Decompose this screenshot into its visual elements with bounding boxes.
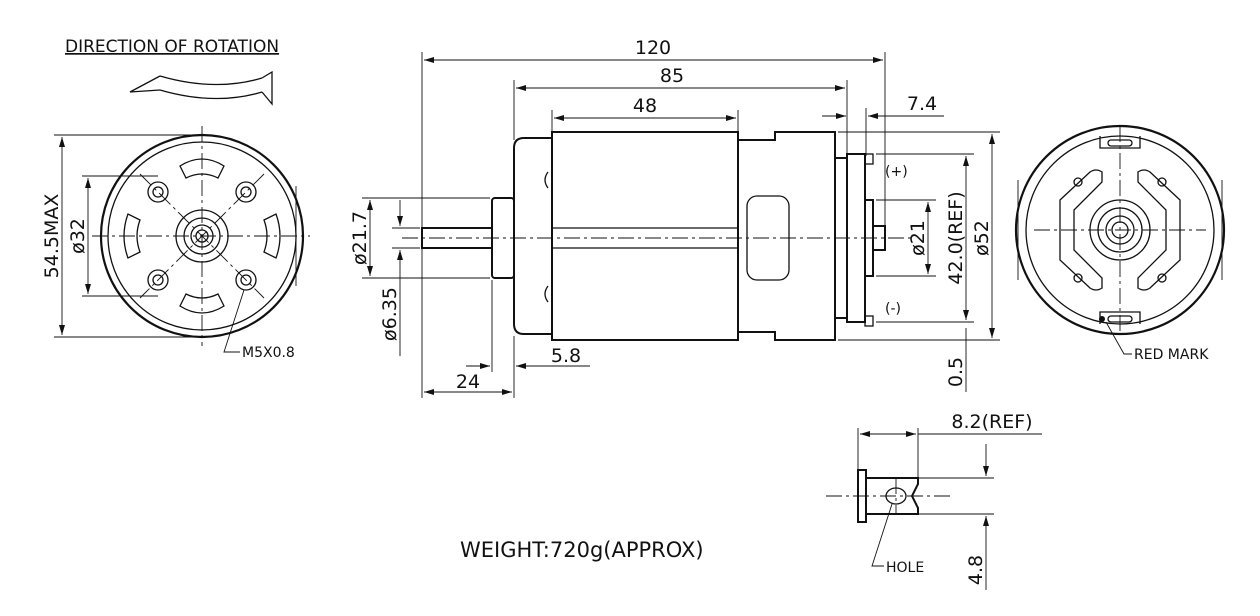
rear-housing	[737, 131, 836, 341]
motor-can	[551, 131, 739, 341]
weight-note: WEIGHT:720g(APPROX)	[460, 538, 704, 562]
dim-terminal-span: 42.0(REF)	[945, 191, 967, 284]
dim-bolt-circle: ø32	[67, 218, 89, 254]
front-vent-slot	[179, 293, 225, 314]
dim-total-length: 120	[635, 37, 671, 59]
label-red-mark: RED MARK	[1134, 347, 1209, 363]
front-endbell	[513, 137, 553, 335]
dim-front-height: 54.5MAX	[41, 194, 63, 279]
dim-outer-dia: ø52	[971, 220, 993, 256]
terminal-detail: 8.2(REF) 4.8 HOLE	[826, 411, 1042, 590]
dim-boss-length: 5.8	[551, 345, 581, 367]
rear-vent-window	[1137, 169, 1181, 291]
dim-terminal-width: 8.2(REF)	[951, 411, 1032, 433]
label-screw-thread: M5X0.8	[242, 345, 295, 361]
dim-flange-offset: 7.4	[907, 93, 937, 115]
dim-body-length: 85	[660, 65, 684, 87]
screw-holes	[147, 181, 257, 291]
rotation-title: DIRECTION OF ROTATION	[65, 37, 279, 57]
front-vent-slot	[123, 213, 141, 259]
label-hole: HOLE	[886, 560, 924, 576]
rear-view: RED MARK	[1014, 124, 1226, 363]
rear-vent-window	[1059, 169, 1103, 291]
dim-shaft-length: 24	[456, 371, 480, 393]
dim-shaft-dia: ø6.35	[379, 287, 401, 341]
dim-boss-dia: ø21.7	[349, 211, 371, 265]
dim-can-length: 48	[633, 95, 657, 117]
front-vent-slot	[263, 213, 281, 259]
front-vent-slot	[179, 158, 225, 179]
dim-rear-boss-dia: ø21	[907, 220, 929, 256]
label-plus-terminal: (+)	[885, 164, 908, 180]
rotation-arrow-icon	[129, 70, 273, 106]
side-view: 120 85 48 7.4 24 5.8 ø21.7	[349, 37, 1000, 398]
dim-terminal-height: 4.8	[965, 555, 987, 585]
front-view: DIRECTION OF ROTATION	[41, 37, 310, 361]
dim-offset: 0.5	[945, 357, 967, 387]
label-minus-terminal: (-)	[885, 301, 901, 317]
